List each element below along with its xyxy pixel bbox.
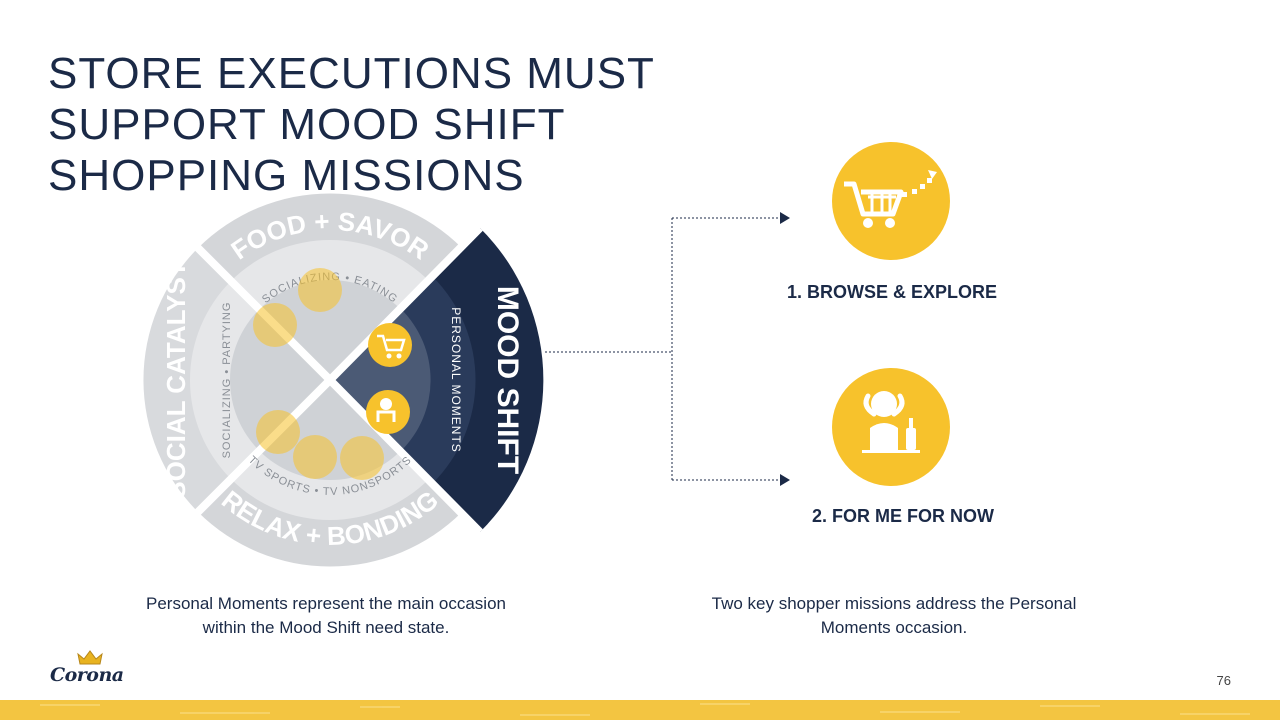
food-icon [298, 268, 342, 312]
title-line-1: STORE EXECUTIONS MUST [48, 49, 655, 98]
slide-title: STORE EXECUTIONS MUST SUPPORT MOOD SHIFT… [48, 48, 748, 201]
party-icon [256, 410, 300, 454]
brand-logo-text: Corona [50, 664, 124, 686]
sub-social-catalyst: SOCIALIZING • PARTYING [221, 302, 233, 459]
crown-icon [77, 650, 103, 665]
shopping-cart-icon [844, 170, 937, 228]
couch-icon [340, 436, 384, 480]
mission-for-me-icon [832, 368, 950, 486]
tv-sports-icon [293, 435, 337, 479]
brand-logo: Corona [50, 648, 130, 692]
sub-mood-shift: PERSONAL MOMENTS [449, 307, 463, 453]
caption-right: Two key shopper missions address the Per… [711, 594, 1077, 637]
footer-bar [0, 700, 1280, 720]
arrow-head-icon [780, 474, 790, 486]
caption-left: Personal Moments represent the main occa… [145, 594, 506, 637]
mission-browse-icon [832, 142, 950, 260]
title-line-3: SHOPPING MISSIONS [48, 151, 525, 200]
label-social-catalyst: SOCIAL CATALYST [161, 261, 191, 499]
friends-icon [253, 303, 297, 347]
label-mood-shift: MOOD SHIFT [491, 286, 524, 474]
title-line-2: SUPPORT MOOD SHIFT [48, 100, 566, 149]
mood-shift-icons [366, 323, 412, 434]
relaxing-person-icon [862, 391, 920, 453]
mission-1-label: 1. BROWSE & EXPLORE [786, 282, 998, 302]
faded-icons [253, 268, 384, 480]
arrow-head-icon [780, 212, 790, 224]
page-number: 76 [1216, 673, 1231, 688]
need-state-wheel: FOOD + SAVOR SOCIALIZING • EATING RELAX … [143, 193, 544, 567]
cart-mini-icon [368, 323, 412, 367]
footer-texture [0, 700, 1280, 720]
mission-2-label: 2. FOR ME FOR NOW [812, 506, 994, 526]
wheel-dividers [177, 225, 483, 535]
